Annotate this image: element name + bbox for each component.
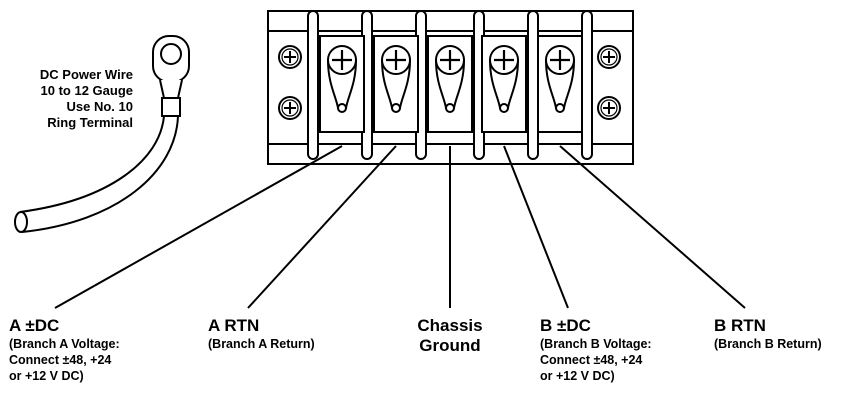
terminal-subtitle: (Branch A Voltage:: [9, 337, 120, 351]
leader-line: [503, 145, 569, 309]
leader-lines: [54, 145, 746, 309]
mounting-screw-icon: [278, 45, 302, 69]
terminal-subtitle: Connect ±48, +24: [540, 353, 643, 367]
terminal-post: [537, 35, 583, 133]
terminal-subtitle: Connect ±48, +24: [9, 353, 112, 367]
terminal-block: [267, 10, 634, 165]
terminal-screw-icon: [380, 44, 412, 76]
mounting-screw-icon: [597, 96, 621, 120]
terminal-title: Ground: [419, 336, 481, 355]
leader-line: [247, 145, 397, 309]
terminal-post: [373, 35, 419, 133]
leader-line: [559, 145, 746, 309]
terminal-screw-icon: [488, 44, 520, 76]
terminal-post: [319, 35, 365, 133]
terminal-title: Chassis: [417, 316, 483, 335]
terminal-subtitle: (Branch B Voltage:: [540, 337, 652, 351]
mounting-screw-icon: [278, 96, 302, 120]
terminal-post: [427, 35, 473, 133]
terminal-label-chassis-ground: Chassis Ground: [400, 316, 500, 356]
terminal-label-a-rtn: A RTN (Branch A Return): [208, 316, 315, 352]
terminal-screw-icon: [326, 44, 358, 76]
terminal-subtitle: (Branch B Return): [714, 337, 822, 351]
terminal-screw-icon: [434, 44, 466, 76]
terminal-label-b-rtn: B RTN (Branch B Return): [714, 316, 822, 352]
leader-line: [54, 145, 343, 309]
wire-note-line: Ring Terminal: [47, 115, 133, 130]
terminal-post: [481, 35, 527, 133]
terminal-screw-icon: [544, 44, 576, 76]
wire-note: DC Power Wire 10 to 12 Gauge Use No. 10 …: [16, 67, 133, 131]
wire-note-line: 10 to 12 Gauge: [40, 83, 133, 98]
terminal-title: A ±DC: [9, 316, 60, 335]
dc-power-wire: [14, 115, 179, 233]
terminal-subtitle: (Branch A Return): [208, 337, 315, 351]
terminal-posts: [319, 35, 583, 133]
terminal-title: B RTN: [714, 316, 766, 335]
terminal-title: B ±DC: [540, 316, 591, 335]
terminal-subtitle: or +12 V DC): [9, 369, 84, 383]
terminal-subtitle: or +12 V DC): [540, 369, 615, 383]
wire-note-line: Use No. 10: [66, 99, 133, 114]
terminal-title: A RTN: [208, 316, 260, 335]
mounting-screw-icon: [597, 45, 621, 69]
wire-note-line: DC Power Wire: [39, 67, 133, 82]
terminal-label-a-dc: A ±DC (Branch A Voltage: Connect ±48, +2…: [9, 316, 120, 384]
terminal-label-b-dc: B ±DC (Branch B Voltage: Connect ±48, +2…: [540, 316, 652, 384]
ring-terminal: [152, 35, 190, 117]
